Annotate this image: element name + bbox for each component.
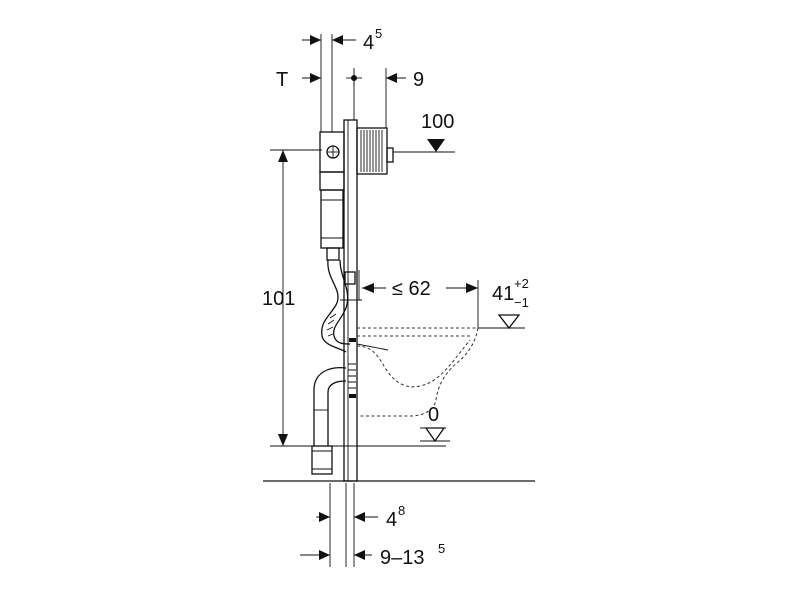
extension-lines (270, 34, 525, 567)
top-offset-value: 4 (363, 32, 374, 54)
flush-pipe (321, 247, 351, 353)
right-offset-value: 9 (413, 69, 424, 91)
dimension-height: 101 (262, 150, 295, 446)
cistern (319, 131, 345, 249)
seat-height-marker: 41 +2 −1 (492, 276, 529, 330)
seat-height-value: 41 (492, 283, 514, 305)
dimension-right-offset: 9 (386, 69, 424, 91)
projection-value: ≤ 62 (392, 278, 431, 300)
dimension-depth-range: 9–13 5 (300, 541, 445, 569)
seat-tolerance-minus: −1 (514, 295, 529, 310)
dimension-t: T (276, 69, 321, 91)
level-100-marker: 100 (421, 111, 454, 152)
height-value: 101 (262, 288, 295, 310)
dimension-projection: ≤ 62 (362, 276, 478, 300)
floor-level-marker: 0 (420, 404, 450, 443)
dimension-bottom-offset: 4 8 (316, 503, 405, 531)
depth-range-superscript: 5 (438, 541, 445, 556)
floor-level-value: 0 (428, 404, 439, 426)
level-100-value: 100 (421, 111, 454, 133)
dimension-top-offset: 4 5 (302, 26, 382, 54)
floor-line (263, 445, 535, 482)
depth-range-value: 9–13 (380, 547, 425, 569)
actuator-box (356, 127, 394, 175)
wc-bowl-outline (356, 327, 479, 417)
seat-tolerance-plus: +2 (514, 276, 529, 291)
top-offset-superscript: 5 (375, 26, 382, 41)
bottom-offset-superscript: 8 (398, 503, 405, 518)
drain-bend (311, 338, 356, 475)
bottom-offset-value: 4 (386, 509, 397, 531)
t-label: T (276, 69, 288, 91)
